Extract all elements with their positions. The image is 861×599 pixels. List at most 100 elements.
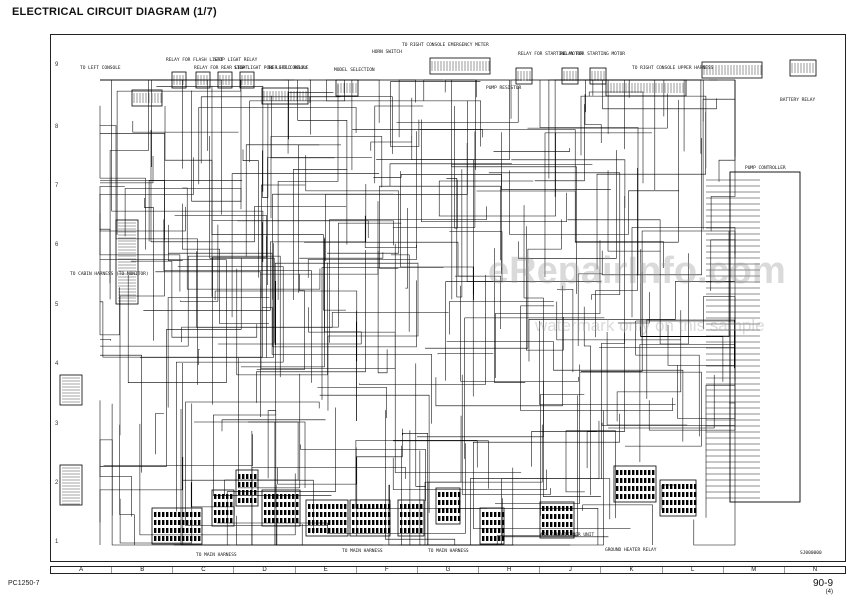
- wire: [527, 93, 668, 129]
- wire: [325, 100, 468, 261]
- wire: [198, 349, 200, 365]
- wire: [396, 86, 519, 123]
- connector-pin: [486, 520, 489, 525]
- connector-pin: [620, 486, 623, 491]
- connector-pin: [264, 494, 267, 499]
- connector-pin: [636, 486, 639, 491]
- connector-pin: [186, 536, 189, 541]
- wire: [531, 332, 625, 467]
- connector-pin: [648, 478, 651, 483]
- connector-pin: [640, 494, 643, 499]
- connector-pin: [316, 512, 319, 517]
- connector-pin: [554, 522, 557, 527]
- connector-pin: [226, 502, 229, 507]
- wire: [437, 353, 494, 355]
- wire: [421, 119, 567, 222]
- connector-pin: [490, 520, 493, 525]
- connector-pin: [628, 494, 631, 499]
- connector-pin: [384, 520, 387, 525]
- wire: [588, 91, 644, 184]
- wire: [198, 107, 357, 185]
- connector-pin: [494, 528, 497, 533]
- column-label: M: [724, 567, 785, 573]
- connector-pin: [416, 520, 419, 525]
- wire: [606, 332, 688, 426]
- connector-pin: [226, 510, 229, 515]
- connector-pin: [238, 498, 241, 503]
- wire: [100, 79, 183, 169]
- connector-pin: [340, 512, 343, 517]
- connector-pin: [174, 512, 177, 517]
- connector-pin: [494, 536, 497, 541]
- connector-pin: [292, 510, 295, 515]
- connector-pin: [400, 528, 403, 533]
- wire: [705, 384, 735, 518]
- connector-pin: [566, 506, 569, 511]
- connector-pin: [482, 520, 485, 525]
- wire: [544, 132, 652, 278]
- connector-pin: [360, 528, 363, 533]
- wire: [168, 252, 432, 424]
- connector: [435, 487, 461, 525]
- connector-pin: [332, 528, 335, 533]
- connector-pin: [356, 512, 359, 517]
- row-label: 7: [55, 183, 59, 189]
- wire: [543, 381, 601, 497]
- column-label: L: [663, 567, 724, 573]
- wire: [155, 413, 164, 455]
- connector-pin: [222, 518, 225, 523]
- connector-pin: [312, 520, 315, 525]
- wire: [319, 394, 430, 513]
- connector-pin: [336, 504, 339, 509]
- wire: [156, 86, 264, 192]
- connector-pin: [242, 490, 245, 495]
- wire: [100, 180, 165, 436]
- connector-pin: [182, 536, 185, 541]
- wire: [100, 133, 165, 241]
- connector: [131, 89, 163, 107]
- connector-pin: [542, 514, 545, 519]
- label-to-main-harness: TO MAIN HARNESS: [196, 553, 237, 558]
- connector-pin: [198, 528, 201, 533]
- wire: [262, 280, 417, 348]
- connector-pin: [388, 512, 391, 517]
- connector-pin: [644, 478, 647, 483]
- connector-pin: [686, 492, 689, 497]
- connector: [211, 489, 235, 527]
- wire: [461, 374, 551, 495]
- connector-pin: [404, 528, 407, 533]
- label-stop-light: STOP LIGHT RELAY: [214, 58, 258, 63]
- wire: [718, 80, 736, 182]
- wire: [601, 195, 625, 480]
- wire: [99, 105, 146, 250]
- wire: [427, 415, 501, 546]
- wire: [639, 344, 735, 463]
- connector-pin: [678, 492, 681, 497]
- connector-pin: [250, 474, 253, 479]
- connector-pin: [328, 528, 331, 533]
- connector-pin: [296, 510, 299, 515]
- connector: [479, 507, 505, 545]
- connector-pin: [690, 484, 693, 489]
- connector-pin: [372, 528, 375, 533]
- wire: [277, 447, 357, 485]
- connector-pin: [550, 506, 553, 511]
- connector-pin: [288, 502, 291, 507]
- connector-pin: [226, 518, 229, 523]
- connector-pin: [416, 528, 419, 533]
- connector-pin: [214, 518, 217, 523]
- wire: [100, 259, 227, 383]
- connector-pin: [194, 520, 197, 525]
- wire: [182, 187, 321, 290]
- label-to-main-harness: TO MAIN HARNESS: [428, 549, 469, 554]
- wire: [419, 450, 571, 546]
- model-code: PC1250-7: [8, 580, 40, 587]
- connector-pin: [624, 486, 627, 491]
- connector-pin: [400, 504, 403, 509]
- connector-pin: [198, 520, 201, 525]
- wire: [559, 79, 702, 154]
- wire: [464, 317, 605, 459]
- wire: [392, 131, 476, 228]
- connector-pin: [380, 528, 383, 533]
- connector-pin: [284, 502, 287, 507]
